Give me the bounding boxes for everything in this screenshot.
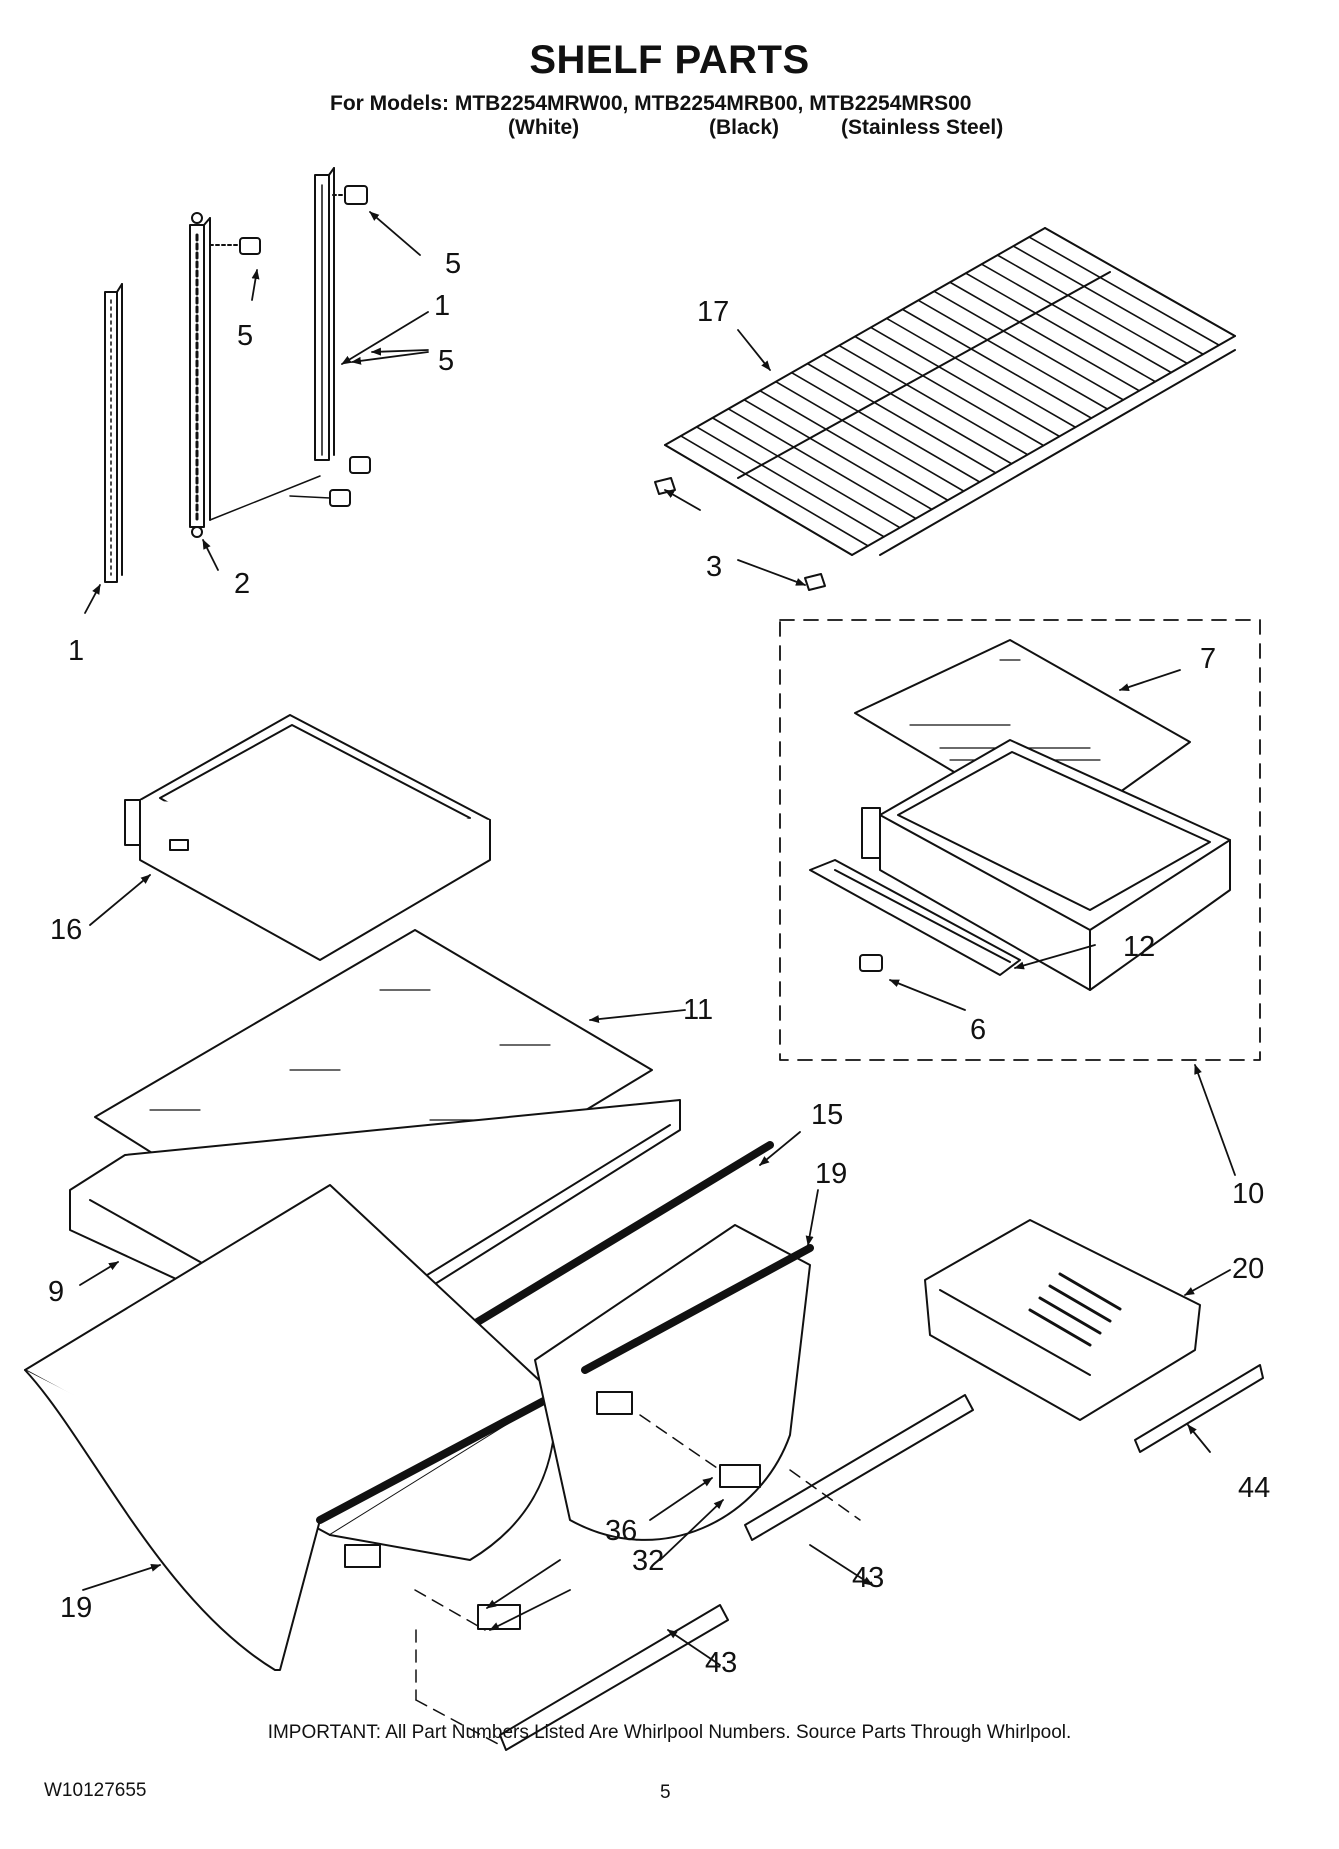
deli-drawer-20 xyxy=(924,1219,1201,1421)
wire-rung xyxy=(822,353,1013,465)
shelf-supports xyxy=(654,477,826,591)
assembly-10-box xyxy=(779,619,1261,1061)
ladder-rail-center xyxy=(189,212,211,538)
callout-15: 15 xyxy=(811,1099,843,1131)
callout-19: 19 xyxy=(815,1158,847,1190)
callout-16: 16 xyxy=(50,914,82,946)
callout-32: 32 xyxy=(632,1545,664,1577)
callout-5: 5 xyxy=(445,248,461,280)
wire-rung xyxy=(854,335,1045,447)
wire-rung xyxy=(1028,236,1220,346)
callout-12: 12 xyxy=(1123,931,1155,963)
important-note: IMPORTANT: All Part Numbers Listed Are W… xyxy=(267,1722,1072,1743)
document-number: W10127655 xyxy=(44,1780,147,1801)
wire-rung xyxy=(1044,227,1236,337)
callout-19: 19 xyxy=(60,1592,92,1624)
wire-rung xyxy=(965,272,1157,383)
wire-rung xyxy=(680,435,869,547)
wire-rung xyxy=(980,263,1172,374)
callout-44: 44 xyxy=(1238,1472,1270,1504)
trim-43 xyxy=(499,1394,974,1751)
wire-rung xyxy=(885,317,1077,429)
wire-rung xyxy=(743,398,933,511)
wire-rung xyxy=(759,389,949,502)
wire-rung xyxy=(870,326,1061,438)
callout-2: 2 xyxy=(234,568,250,600)
shelf-frame-assembly xyxy=(861,739,1231,991)
callout-43: 43 xyxy=(705,1647,737,1679)
wire-rung xyxy=(664,444,853,556)
variant-white: (White) xyxy=(508,116,580,139)
callout-11: 11 xyxy=(683,994,713,1026)
callout-labels: 5 5 1 5 2 1 17 3 7 12 6 10 16 11 15 19 9… xyxy=(48,248,1270,1679)
wire-rung xyxy=(838,344,1029,456)
trim-44 xyxy=(1134,1364,1264,1453)
wire-shelf xyxy=(664,227,1236,556)
page-title: SHELF PARTS xyxy=(529,38,810,82)
guide-lines xyxy=(414,1414,861,1746)
callout-6: 6 xyxy=(970,1014,986,1046)
wire-rung xyxy=(727,408,917,520)
callout-1: 1 xyxy=(68,635,84,667)
wire-rung xyxy=(806,362,997,474)
wire-rung xyxy=(949,281,1141,392)
models-line: For Models: MTB2254MRW00, MTB2254MRB00, … xyxy=(330,92,972,115)
wire-rung xyxy=(1012,245,1204,356)
page-number: 5 xyxy=(660,1782,671,1803)
crisper-drawer-left xyxy=(24,1184,559,1671)
wire-rung xyxy=(775,380,965,492)
callout-10: 10 xyxy=(1232,1178,1264,1210)
shelf-bracket-12 xyxy=(809,859,1021,976)
wire-rung xyxy=(996,254,1188,365)
ladder-rail-right xyxy=(314,167,335,461)
callout-36: 36 xyxy=(605,1515,637,1547)
wire-rung xyxy=(711,417,901,529)
wire-rung xyxy=(917,299,1109,410)
callout-5: 5 xyxy=(237,320,253,352)
variant-stainless: (Stainless Steel) xyxy=(841,116,1004,139)
crisper-drawer-right xyxy=(534,1224,814,1541)
wire-rung xyxy=(933,290,1125,401)
callout-9: 9 xyxy=(48,1276,64,1308)
shelf-16 xyxy=(124,714,491,961)
variant-black: (Black) xyxy=(709,116,780,139)
ladder-rail-left xyxy=(104,283,123,583)
wire-rung xyxy=(901,308,1093,419)
leader-arrows xyxy=(79,211,1236,1666)
callout-20: 20 xyxy=(1232,1253,1264,1285)
clips xyxy=(477,1464,761,1630)
callout-7: 7 xyxy=(1200,643,1216,675)
callout-3: 3 xyxy=(706,551,722,583)
callout-17: 17 xyxy=(697,296,729,328)
screws xyxy=(209,185,371,521)
wire-rung xyxy=(695,426,885,538)
callout-43: 43 xyxy=(852,1562,884,1594)
callout-5: 5 xyxy=(438,345,454,377)
callout-1: 1 xyxy=(434,290,450,322)
wire-rung xyxy=(790,371,981,483)
